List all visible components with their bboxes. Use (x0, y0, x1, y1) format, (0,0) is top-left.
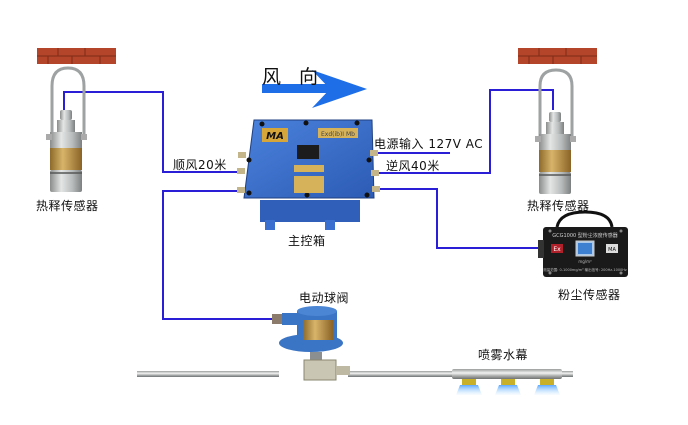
wire-right-sensor (375, 89, 554, 174)
upwind-distance-label: 逆风40米 (386, 159, 440, 173)
ma-badge-dust: MA (608, 247, 616, 253)
ex-badge: Ex (553, 246, 561, 253)
wind-direction-arrow (262, 70, 367, 108)
nozzle (495, 379, 521, 395)
wiring (63, 89, 554, 320)
spray-curtain (452, 369, 562, 395)
wire-left-sensor (63, 91, 240, 173)
right-heat-sensor (518, 48, 597, 194)
cable-glands (237, 150, 380, 193)
brick-wall-icon (37, 48, 116, 64)
power-input-label: 电源输入 127V AC (374, 137, 484, 151)
ma-badge: MA (266, 131, 284, 142)
dust-sensor-model: GCG1000 型粉尘浓度传感器 (552, 232, 618, 239)
dust-unit-text: mg/m³ (578, 259, 592, 264)
left-sensor-label: 热释传感器 (36, 199, 99, 213)
wind-direction-label: 风 向 (262, 66, 325, 88)
valve-label: 电动球阀 (299, 291, 350, 305)
brick-wall-icon (518, 48, 597, 64)
wire-valve (162, 190, 279, 320)
nameplate-text: Exd(ib)I Mb (321, 131, 355, 138)
main-control-box: MA Exd(ib)I Mb (237, 119, 380, 230)
dust-sensor-label: 粉尘传感器 (558, 288, 621, 302)
left-heat-sensor (37, 48, 116, 192)
spray-curtain-label: 喷雾水幕 (478, 348, 529, 362)
main-box-label: 主控箱 (288, 234, 326, 248)
nozzle (456, 379, 482, 395)
wire-dust-sensor (373, 188, 540, 249)
dust-sensor: GCG1000 型粉尘浓度传感器 Ex MA mg/m³ 测量范围: 0-100… (538, 210, 628, 277)
downwind-distance-label: 顺风20米 (173, 158, 227, 172)
nozzle (534, 379, 560, 395)
electric-ball-valve (272, 306, 350, 381)
dust-spec-text: 测量范围: 0-1000mg/m³ 输出信号: 200Hz-1000Hz (543, 267, 627, 272)
right-sensor-label: 热释传感器 (527, 199, 590, 213)
